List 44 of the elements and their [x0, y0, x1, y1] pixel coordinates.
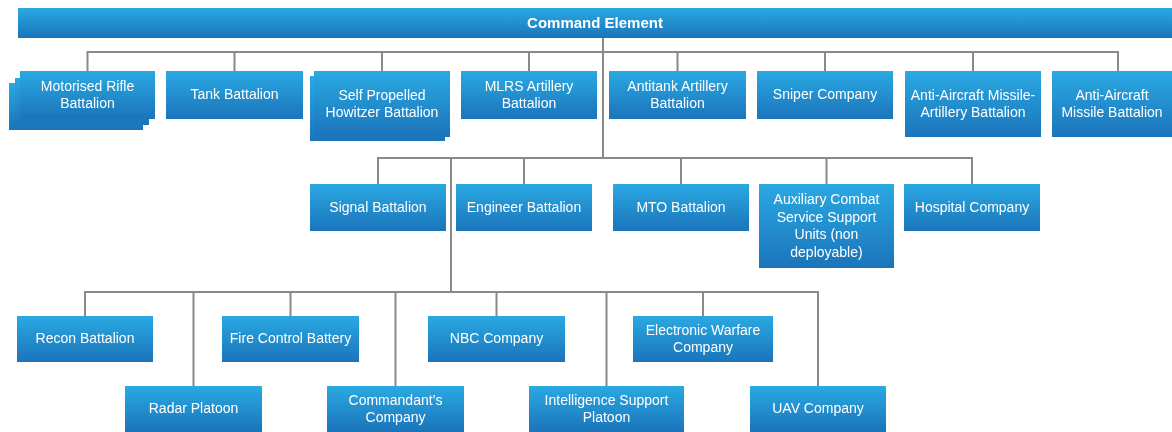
unit-label: Command Element — [526, 14, 664, 32]
unit-label: Hospital Company — [913, 198, 1031, 217]
unit-box — [905, 71, 1041, 137]
unit-label: Self Propelled Howitzer Battalion — [324, 86, 440, 122]
unit-box — [166, 71, 303, 119]
unit-box — [1052, 71, 1172, 137]
unit-box — [529, 386, 684, 432]
unit-box — [17, 316, 153, 362]
unit-box — [310, 184, 446, 231]
unit-box — [428, 316, 565, 362]
unit-label: MLRS Artillery Battalion — [483, 77, 575, 113]
unit-box — [222, 316, 359, 362]
unit-label: Tank Battalion — [189, 86, 280, 104]
unit-box — [759, 184, 894, 268]
unit-box — [327, 386, 464, 432]
unit-label: Anti-Aircraft Missile Battalion — [1060, 86, 1164, 122]
unit-label: Intelligence Support Platoon — [543, 391, 670, 427]
unit-label: Commandant’s Company — [347, 391, 444, 427]
unit-label: Electronic Warfare Company — [644, 321, 762, 357]
unit-box — [456, 184, 592, 231]
unit-label: Recon Battalion — [34, 330, 136, 348]
unit-label: Radar Platoon — [147, 400, 240, 418]
unit-label: Sniper Company — [771, 86, 879, 104]
unit-label: Signal Battalion — [328, 198, 428, 217]
unit-label: Auxiliary Combat Service Support Units (non deployable) — [772, 191, 881, 261]
unit-box — [613, 184, 749, 231]
unit-label: Antitank Artillery Battalion — [626, 77, 729, 113]
command-box — [18, 8, 1172, 38]
unit-label: Anti-Aircraft Missile-Artillery Battalion — [909, 86, 1037, 122]
unit-label: NBC Company — [448, 330, 545, 348]
unit-label: Motorised Rifle Battalion — [39, 77, 136, 113]
unit-label: UAV Company — [771, 400, 865, 418]
unit-box — [750, 386, 886, 432]
unit-label: Engineer Battalion — [465, 198, 583, 217]
unit-label: Fire Control Battery — [228, 330, 353, 348]
unit-box — [633, 316, 773, 362]
unit-box — [461, 71, 597, 119]
unit-box — [904, 184, 1040, 231]
unit-box — [757, 71, 893, 119]
unit-box — [20, 71, 155, 119]
unit-box — [314, 71, 450, 137]
unit-label: MTO Battalion — [635, 198, 727, 217]
unit-box — [609, 71, 746, 119]
unit-box — [125, 386, 262, 432]
